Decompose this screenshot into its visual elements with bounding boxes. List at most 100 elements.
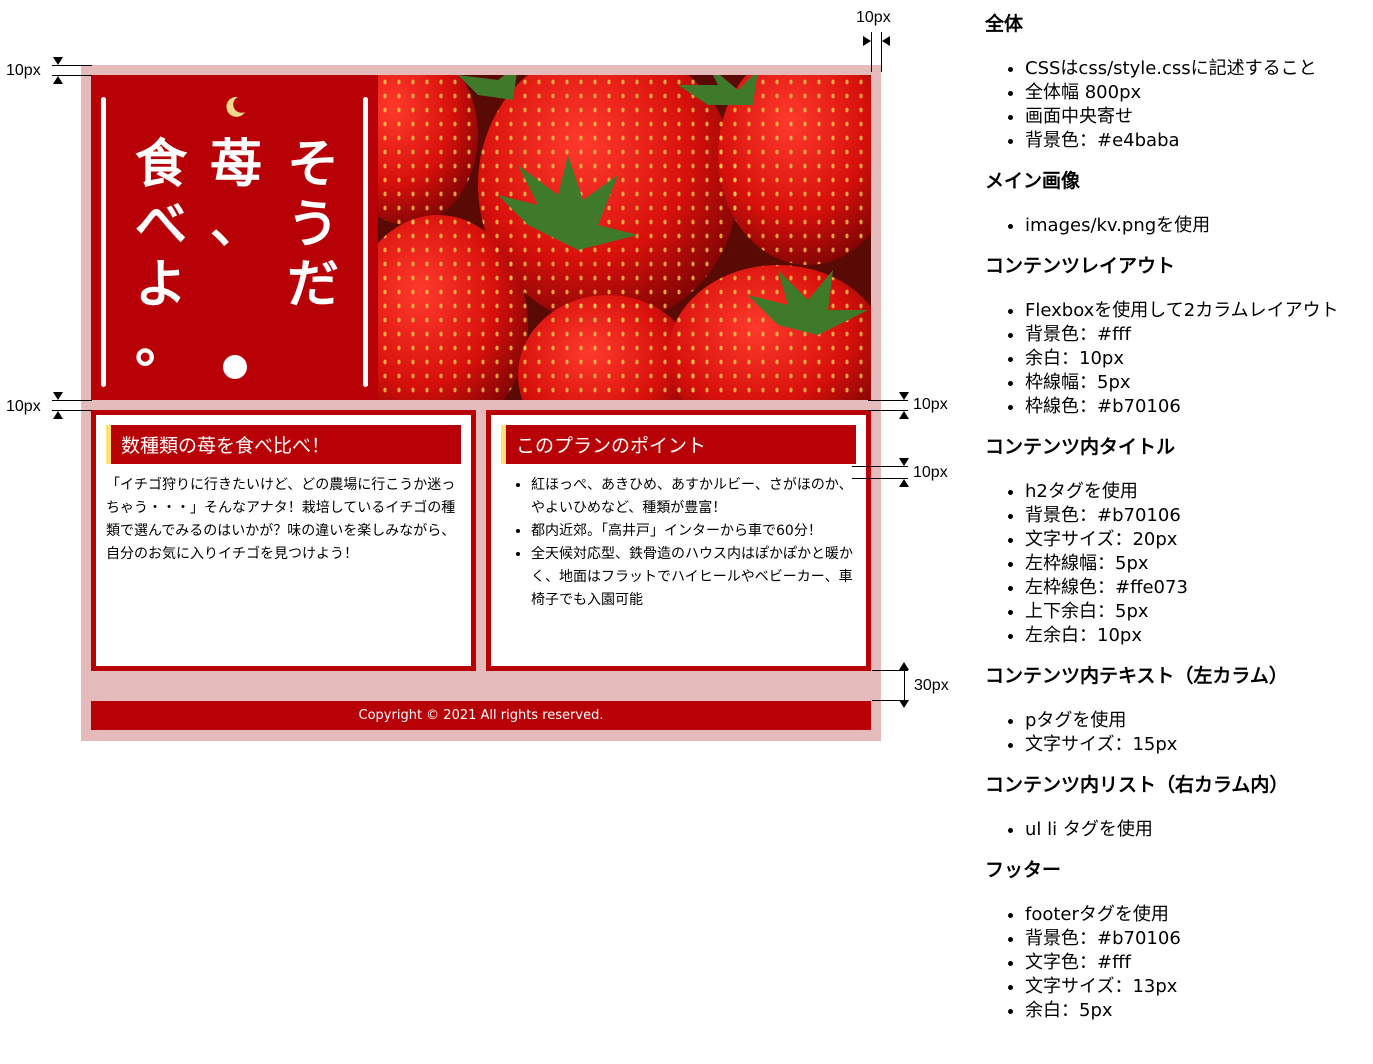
- spec-item: 左余白：10px: [1025, 624, 1370, 648]
- spec-item: 文字色：#fff: [1025, 951, 1370, 975]
- dim-arrow: [899, 392, 909, 400]
- spec-item: 枠線色：#b70106: [1025, 395, 1370, 419]
- main-visual: そ う だ 苺 、 食 べ よ 。: [91, 75, 871, 400]
- spec-list: Flexboxを使用して2カラムレイアウト 背景色：#fff 余白：10px 枠…: [985, 299, 1370, 419]
- left-column: 数種類の苺を食べ比べ！ 「イチゴ狩りに行きたいけど、どの農場に行こうか迷っちゃう…: [91, 410, 476, 671]
- dim-arrow: [899, 479, 909, 487]
- footer: Copyright © 2021 All rights reserved.: [91, 701, 871, 730]
- point-list: 紅ほっぺ、あきひめ、あすかルビー、さがほのか、やよいひめなど、種類が豊富！ 都内…: [501, 474, 856, 612]
- spec-item: 文字サイズ：15px: [1025, 733, 1370, 757]
- spec-item: 余白：5px: [1025, 999, 1370, 1023]
- spec-section: コンテンツレイアウト Flexboxを使用して2カラムレイアウト 背景色：#ff…: [985, 254, 1370, 419]
- list-item: 紅ほっぺ、あきひめ、あすかルビー、さがほのか、やよいひめなど、種類が豊富！: [531, 474, 856, 520]
- left-column-text: 「イチゴ狩りに行きたいけど、どの農場に行こうか迷っちゃう・・・」そんなアナタ！栽…: [106, 477, 456, 562]
- spec-section: フッター footerタグを使用 背景色：#b70106 文字色：#fff 文字…: [985, 858, 1370, 1023]
- spec-item: Flexboxを使用して2カラムレイアウト: [1025, 299, 1370, 323]
- dim-line: [852, 478, 908, 479]
- moon-icon: [226, 96, 245, 117]
- spec-item: 背景色：#fff: [1025, 323, 1370, 347]
- spec-list: footerタグを使用 背景色：#b70106 文字色：#fff 文字サイズ：1…: [985, 903, 1370, 1023]
- spec-heading: コンテンツレイアウト: [985, 255, 1176, 277]
- spec-item: 背景色：#e4baba: [1025, 129, 1370, 153]
- spec-list: images/kv.pngを使用: [985, 214, 1370, 238]
- spec-list: h2タグを使用 背景色：#b70106 文字サイズ：20px 左枠線幅：5px …: [985, 480, 1370, 648]
- spec-item: CSSはcss/style.cssに記述すること: [1025, 57, 1370, 81]
- catch-char: 苺: [209, 134, 262, 195]
- dim-arrow: [899, 662, 909, 670]
- dim-line: [872, 670, 908, 671]
- spec-section: 全体 CSSはcss/style.cssに記述すること 全体幅 800px 画面…: [985, 12, 1370, 153]
- dim-line: [52, 400, 92, 401]
- catchcopy-panel: そ う だ 苺 、 食 べ よ 。: [91, 75, 378, 400]
- spec-item: 上下余白：5px: [1025, 600, 1370, 624]
- dim-line: [868, 410, 908, 411]
- catchcopy-col2: 苺 、: [206, 135, 266, 255]
- dim-line: [872, 700, 908, 701]
- dim-line: [52, 410, 92, 411]
- dim-line: [868, 400, 908, 401]
- decor-dot: [223, 355, 247, 379]
- dim-label-kv: 10px: [6, 398, 41, 415]
- spec-heading: コンテンツ内テキスト（左カラム）: [985, 665, 1288, 687]
- dim-arrow: [899, 458, 909, 466]
- spec-heading: フッター: [985, 859, 1062, 881]
- dim-label-right: 10px: [856, 9, 891, 26]
- dim-arrow: [882, 36, 890, 46]
- catch-char: 食: [134, 134, 187, 195]
- dim-arrow: [53, 57, 63, 65]
- strawberry-photo: [378, 75, 871, 400]
- spec-item: 全体幅 800px: [1025, 81, 1370, 105]
- dim-label-top: 10px: [6, 62, 41, 79]
- spec-item: h2タグを使用: [1025, 480, 1370, 504]
- dim-label-heading: 10px: [913, 464, 948, 481]
- right-column-title: このプランのポイント: [501, 425, 856, 464]
- dim-arrow: [899, 411, 909, 419]
- spec-section: コンテンツ内タイトル h2タグを使用 背景色：#b70106 文字サイズ：20p…: [985, 435, 1370, 648]
- spec-item: 余白：10px: [1025, 347, 1370, 371]
- dim-label-kv-right: 10px: [913, 396, 948, 413]
- spec-item: 左枠線色：#ffe073: [1025, 576, 1370, 600]
- spec-item: footerタグを使用: [1025, 903, 1370, 927]
- spec-panel: 全体 CSSはcss/style.cssに記述すること 全体幅 800px 画面…: [985, 12, 1370, 1039]
- catch-char: う: [286, 194, 339, 255]
- decor-bar-left: [101, 97, 106, 387]
- spec-section: メイン画像 images/kv.pngを使用: [985, 169, 1370, 238]
- spec-item: pタグを使用: [1025, 709, 1370, 733]
- spec-heading: コンテンツ内リスト（右カラム内）: [985, 774, 1289, 796]
- dim-line: [52, 65, 92, 66]
- spec-heading: メイン画像: [985, 170, 1081, 192]
- spec-item: 画面中央寄せ: [1025, 105, 1370, 129]
- catch-char: べ: [134, 194, 187, 255]
- spec-section: コンテンツ内テキスト（左カラム） pタグを使用 文字サイズ：15px: [985, 664, 1370, 757]
- catch-char: よ: [134, 254, 187, 315]
- left-column-title: 数種類の苺を食べ比べ！: [106, 425, 461, 464]
- dim-arrow: [53, 76, 63, 84]
- decor-bar-right: [363, 97, 368, 387]
- catch-char: だ: [286, 254, 339, 315]
- dim-arrow: [899, 700, 909, 708]
- catch-char: そ: [286, 134, 339, 195]
- list-item: 全天候対応型、鉄骨造のハウス内はぽかぽかと暖かく、地面はフラットでハイヒールやベ…: [531, 543, 856, 612]
- dim-line: [52, 75, 92, 76]
- spec-list: ul li タグを使用: [985, 818, 1370, 842]
- dim-line: [852, 466, 908, 467]
- spec-item: images/kv.pngを使用: [1025, 214, 1370, 238]
- spec-heading: 全体: [985, 13, 1024, 35]
- spec-list: pタグを使用 文字サイズ：15px: [985, 709, 1370, 757]
- dim-arrow: [863, 36, 871, 46]
- dim-line: [881, 32, 882, 72]
- contents-two-column: 数種類の苺を食べ比べ！ 「イチゴ狩りに行きたいけど、どの農場に行こうか迷っちゃう…: [91, 410, 871, 671]
- spec-item: ul li タグを使用: [1025, 818, 1370, 842]
- spec-item: 左枠線幅：5px: [1025, 552, 1370, 576]
- spec-section: コンテンツ内リスト（右カラム内） ul li タグを使用: [985, 773, 1370, 842]
- spec-item: 文字サイズ：13px: [1025, 975, 1370, 999]
- spec-item: 枠線幅：5px: [1025, 371, 1370, 395]
- spec-list: CSSはcss/style.cssに記述すること 全体幅 800px 画面中央寄…: [985, 57, 1370, 153]
- dim-line: [904, 670, 905, 700]
- spec-item: 背景色：#b70106: [1025, 927, 1370, 951]
- spec-heading: コンテンツ内タイトル: [985, 436, 1176, 458]
- design-mockup: そ う だ 苺 、 食 べ よ 。: [81, 65, 881, 741]
- catchcopy-col3: 食 べ よ 。: [131, 135, 191, 375]
- catchcopy-col1: そ う だ: [283, 135, 343, 315]
- catch-char: 。: [134, 314, 187, 375]
